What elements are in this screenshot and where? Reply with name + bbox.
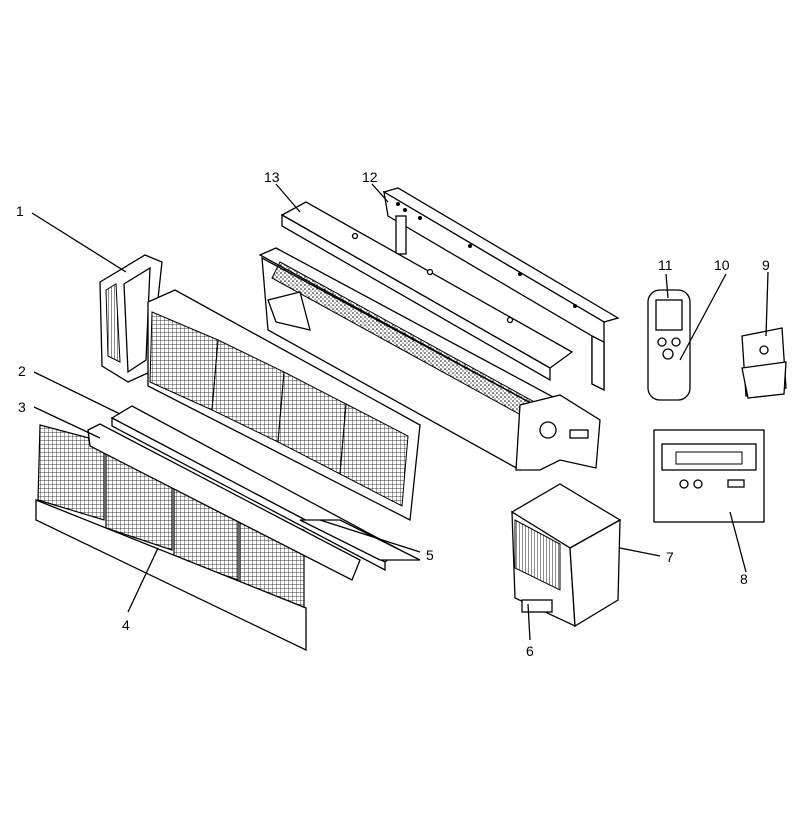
callout-4: 4 [122,617,130,633]
callouts: 1 2 3 4 5 6 7 8 9 10 11 12 13 [16,169,770,659]
part-9-remote-holder [741,327,787,399]
part-3-4-air-filters [35,423,361,652]
callout-11: 11 [658,257,673,273]
callout-5: 5 [426,547,434,563]
leader-lines [31,183,769,641]
callout-6: 6 [526,643,534,659]
callout-3: 3 [18,399,26,415]
callout-13: 13 [264,169,280,185]
part-10-11-wireless-remote [647,289,691,401]
callout-7: 7 [666,549,674,565]
callout-2: 2 [18,363,26,379]
callout-9: 9 [762,257,770,273]
callout-1: 1 [16,203,24,219]
part-1-side-panel [99,254,163,383]
callout-12: 12 [362,169,378,185]
part-8-wired-remote [653,429,765,523]
part-12-mounting-plate [382,187,620,392]
callout-8: 8 [740,571,748,587]
part-6-7-electrical-box [510,483,622,628]
front-grille-unit [147,289,421,522]
part-13-top-cover [280,201,574,382]
callout-10: 10 [714,257,730,273]
part-5-guide-rail [299,519,421,561]
chassis-frame [258,247,601,471]
